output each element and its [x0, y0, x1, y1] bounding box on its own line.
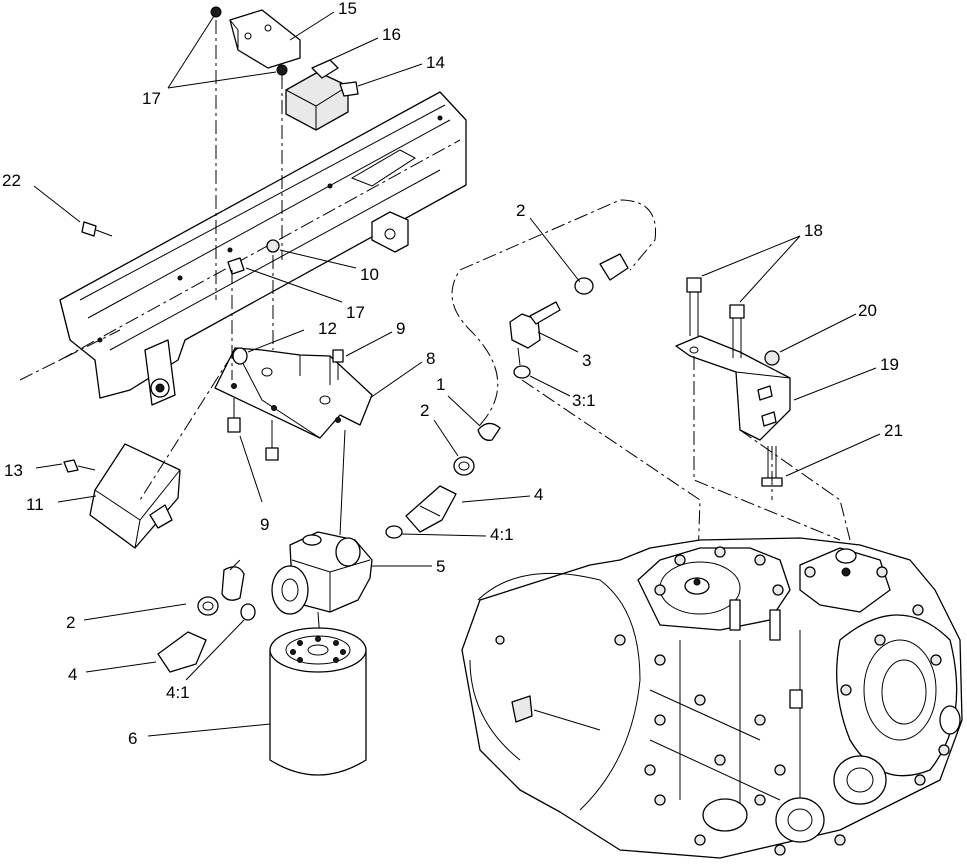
callout-17-middle: 17 — [346, 303, 365, 322]
frame-rail — [19, 91, 467, 406]
mount-bracket-19 — [675, 277, 851, 541]
callout-11: 11 — [26, 495, 44, 514]
transaxle-housing — [461, 537, 963, 859]
callout-4-1-right: 4:1 — [490, 525, 514, 544]
filter-cartridge — [269, 627, 367, 776]
callout-4-1-left: 4:1 — [166, 683, 190, 702]
callout-6: 6 — [128, 729, 137, 748]
callout-2-lower: 2 — [66, 613, 75, 632]
callout-2-top: 2 — [516, 201, 525, 220]
callout-9-lower: 9 — [260, 515, 269, 534]
callout-3-1: 3:1 — [572, 391, 596, 410]
callout-16: 16 — [382, 25, 401, 44]
relay-bracket-assembly — [210, 6, 359, 131]
callouts: 15 16 14 17 22 10 17 12 9 8 2 3 3:1 1 2 … — [2, 0, 903, 748]
callout-21: 21 — [884, 421, 903, 440]
callout-4-right: 4 — [534, 485, 543, 504]
callout-19: 19 — [880, 355, 899, 374]
filter-head — [271, 429, 373, 641]
callout-1: 1 — [436, 375, 445, 394]
callout-13: 13 — [4, 461, 23, 480]
callout-20: 20 — [858, 301, 877, 320]
leader-lines — [33, 11, 881, 737]
callout-4-left: 4 — [68, 665, 77, 684]
callout-5: 5 — [436, 557, 445, 576]
callout-18: 18 — [804, 221, 823, 240]
callout-8: 8 — [426, 349, 435, 368]
callout-10: 10 — [360, 265, 379, 284]
callout-3: 3 — [582, 351, 591, 370]
callout-15: 15 — [338, 0, 357, 18]
callout-12: 12 — [318, 319, 337, 338]
callout-2-middle: 2 — [420, 401, 429, 420]
callout-22: 22 — [2, 171, 21, 190]
bolt-22 — [81, 221, 113, 237]
hose-fittings — [157, 199, 657, 673]
callout-9-upper: 9 — [396, 319, 405, 338]
callout-17-top: 17 — [142, 89, 161, 108]
filter-mount-bracket — [214, 239, 373, 461]
callout-14: 14 — [426, 53, 445, 72]
controller-module — [63, 443, 181, 549]
